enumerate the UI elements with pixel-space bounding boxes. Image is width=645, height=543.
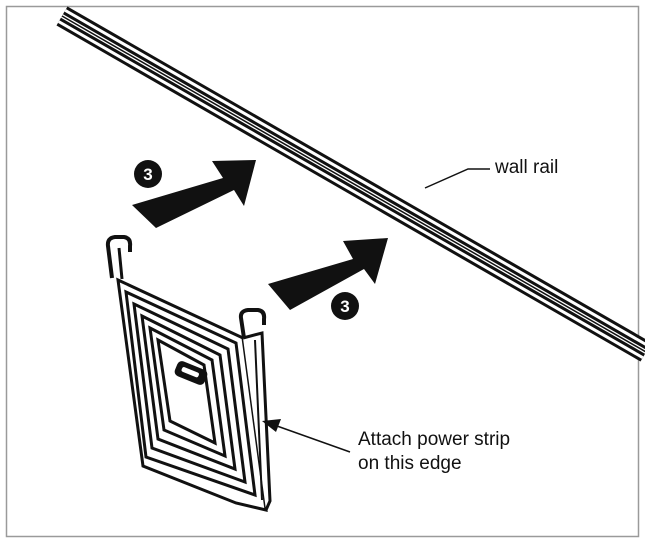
direction-arrow-2	[268, 238, 388, 310]
step-badge-1: 3	[134, 160, 162, 188]
attach-label-line-1: Attach power strip	[358, 429, 511, 450]
direction-arrow-1	[132, 160, 256, 228]
attach-edge-pointer	[262, 419, 351, 453]
bracket-left-hook	[105, 235, 133, 279]
diagram-border	[5, 5, 640, 538]
attach-label-line-2: on this edge	[358, 453, 462, 474]
wall-rail-leader	[424, 168, 490, 189]
bracket-plate	[116, 277, 268, 512]
wall-rail	[56, 6, 645, 362]
bracket-attach-edge	[242, 331, 272, 511]
step-number-1: 3	[143, 165, 152, 184]
bracket-right-hook	[238, 308, 267, 339]
step-number-2: 3	[340, 297, 349, 316]
wall-rail-label: wall rail	[495, 157, 559, 178]
attach-power-strip-label: Attach power strip on this edge	[358, 428, 510, 476]
mounting-bracket	[105, 235, 272, 512]
step-badge-2: 3	[331, 292, 359, 320]
